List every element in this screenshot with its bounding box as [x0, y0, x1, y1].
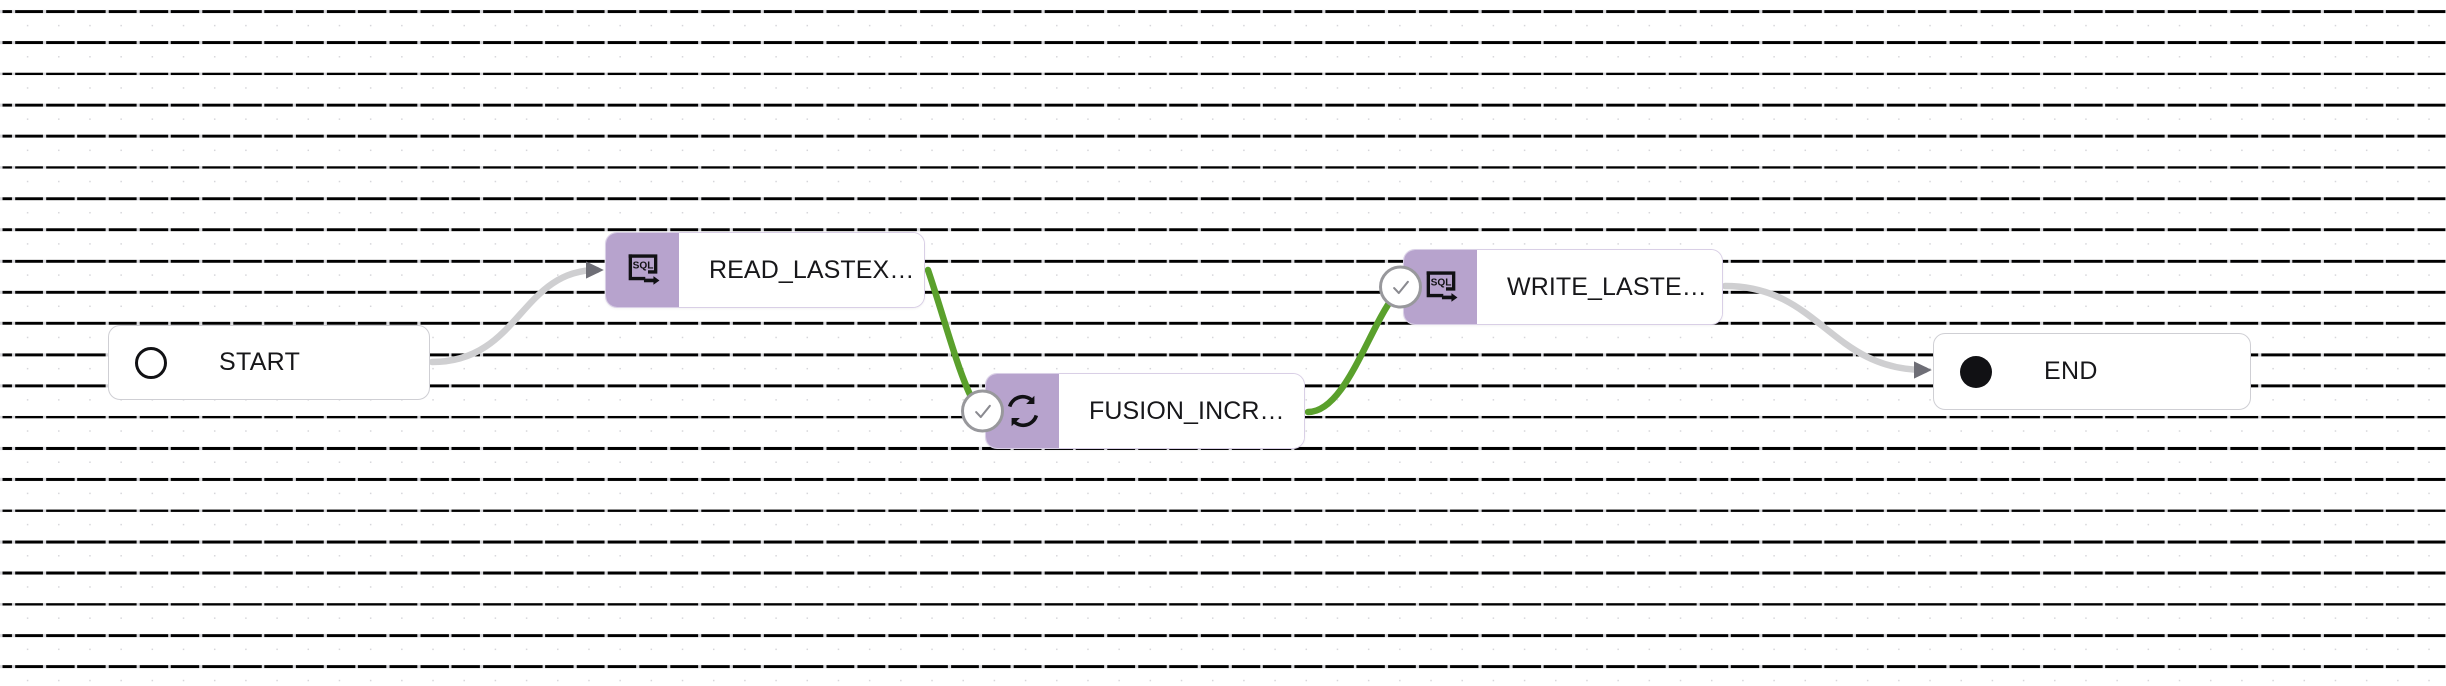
node-end[interactable]: END: [1933, 333, 2251, 410]
node-fusion-incr[interactable]: FUSION_INCR…: [961, 373, 1305, 449]
status-check-badge: [1379, 265, 1422, 309]
node-icon-panel: [961, 374, 1059, 448]
node-read-lastex[interactable]: SQL READ_LASTEX…: [605, 232, 925, 308]
arrowhead-write-to-end: [1914, 361, 1932, 379]
sync-refresh-icon: [1007, 394, 1038, 428]
edge-write-to-end: [1721, 282, 1929, 374]
edge-fusion-to-write: [1304, 292, 1398, 416]
svg-text:SQL: SQL: [632, 261, 653, 272]
circle-filled-icon: [1960, 355, 1992, 388]
status-check-badge: [961, 389, 1004, 433]
node-icon-panel: SQL: [1379, 250, 1477, 324]
node-icon-panel: SQL: [606, 233, 679, 307]
node-write-laste[interactable]: SQL WRITE_LASTE…: [1379, 249, 1723, 325]
circle-outline-icon: [135, 346, 167, 379]
node-start[interactable]: START: [108, 325, 430, 400]
sql-arrow-icon: SQL: [628, 254, 659, 285]
arrowhead-start-to-read: [586, 261, 604, 279]
sql-arrow-icon: SQL: [1426, 271, 1457, 302]
node-body: FUSION_INCR…: [1059, 374, 1304, 448]
edge-start-to-read: [428, 266, 601, 366]
node-read-lastex-label: READ_LASTEX…: [709, 255, 915, 284]
svg-text:SQL: SQL: [1430, 278, 1451, 289]
node-fusion-incr-label: FUSION_INCR…: [1089, 396, 1285, 425]
node-write-laste-label: WRITE_LASTE…: [1507, 272, 1707, 301]
check-icon: [974, 404, 991, 418]
edge-read-to-fusion: [924, 266, 980, 410]
node-body: WRITE_LASTE…: [1477, 250, 1722, 324]
check-icon: [1392, 280, 1409, 294]
node-body: READ_LASTEX…: [679, 233, 924, 307]
node-start-label: START: [219, 348, 301, 376]
node-end-label: END: [2044, 357, 2098, 385]
